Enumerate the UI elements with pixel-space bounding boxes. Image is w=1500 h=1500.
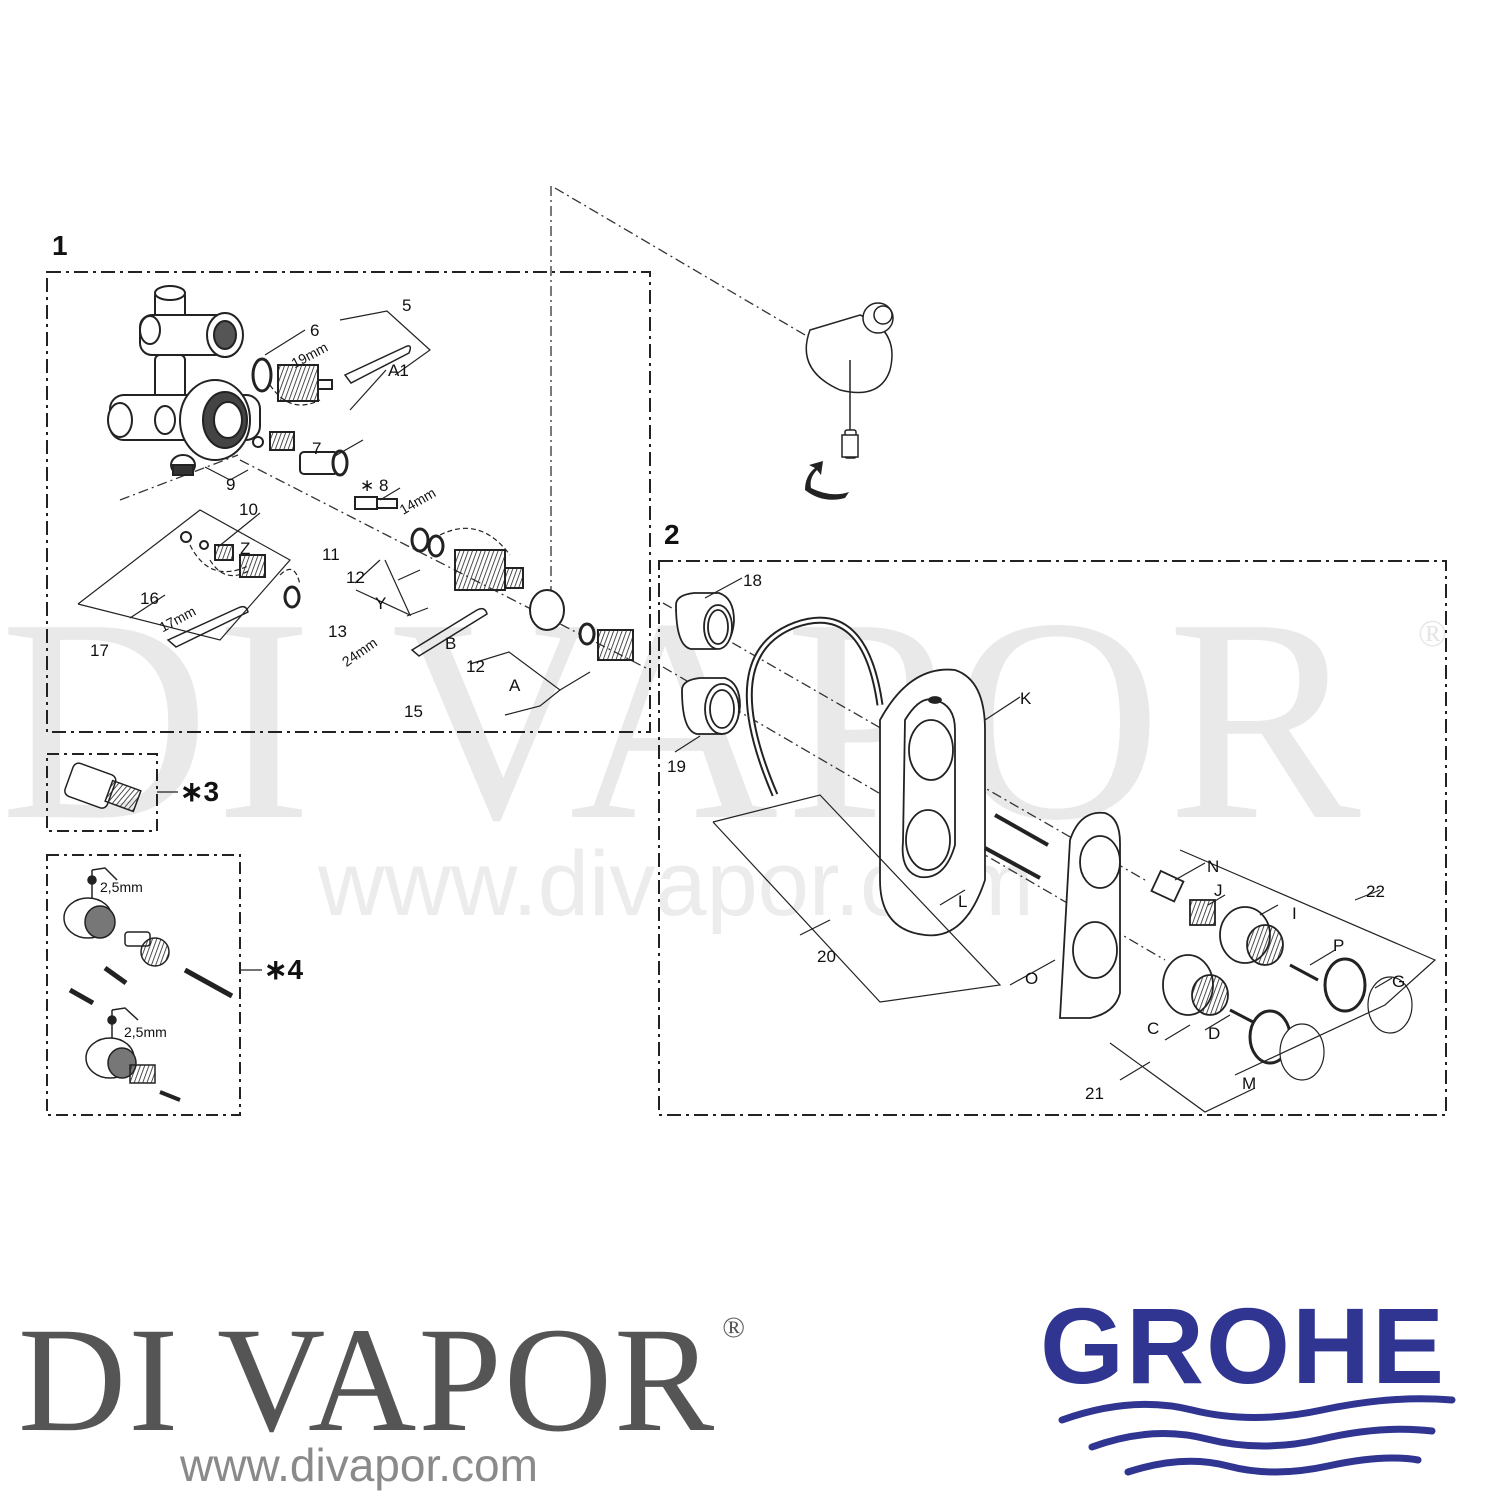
- part-label-n: N: [1207, 857, 1220, 876]
- part-label-20: 20: [817, 947, 836, 966]
- group-3-number: ∗3: [180, 776, 220, 807]
- part-label-9: 9: [226, 475, 236, 494]
- group-2-box: [658, 560, 1447, 1116]
- part-label-16: 16: [140, 589, 159, 608]
- part-label-j: J: [1214, 881, 1223, 900]
- divapor-logo: DI VAPOR®: [18, 1305, 747, 1455]
- group-4-number: ∗4: [264, 954, 304, 985]
- part-label-13: 13: [328, 622, 347, 641]
- group-3-box: [46, 753, 158, 832]
- part-label-y: Y: [375, 594, 387, 613]
- part-label-22: 22: [1366, 882, 1385, 901]
- part-label-z: Z: [240, 539, 251, 558]
- part-label-8: ∗ 8: [360, 476, 389, 495]
- part-label-21: 21: [1085, 1084, 1104, 1103]
- part-label-b: B: [445, 634, 457, 653]
- part-label-18: 18: [743, 571, 762, 590]
- part-label-12a: 12: [346, 568, 365, 587]
- divapor-url: www.divapor.com: [180, 1439, 538, 1491]
- part-label-17: 17: [90, 641, 109, 660]
- part-label-10: 10: [239, 500, 258, 519]
- part-label-12b: 12: [466, 657, 485, 676]
- part-label-m: M: [1242, 1074, 1257, 1093]
- part-label-k: K: [1020, 689, 1032, 708]
- part-label-a1: A1: [388, 361, 409, 380]
- part-label-15: 15: [404, 702, 423, 721]
- registered-mark: ®: [722, 1311, 747, 1344]
- watermark-registered-mark: ®: [1418, 613, 1447, 655]
- part-label-6: 6: [310, 321, 320, 340]
- divapor-logo-text: DI VAPOR: [18, 1297, 717, 1463]
- group-1-box: [46, 271, 651, 733]
- group-4-box: [46, 854, 241, 1116]
- hex-key-size-bottom: 2,5mm: [124, 1024, 167, 1040]
- part-label-o: O: [1025, 969, 1039, 988]
- group-1-number: 1: [52, 230, 68, 261]
- part-label-d: D: [1208, 1024, 1221, 1043]
- part-label-i: I: [1292, 904, 1297, 923]
- part-label-g: G: [1392, 972, 1406, 991]
- grohe-logo: GROHE: [1040, 1285, 1447, 1406]
- part-label-a: A: [509, 676, 521, 695]
- group-2-number: 2: [664, 519, 680, 550]
- part-label-7: 7: [312, 439, 322, 458]
- part-label-5: 5: [402, 296, 412, 315]
- part-label-19: 19: [667, 757, 686, 776]
- part-label-l: L: [958, 892, 968, 911]
- part-label-p: P: [1333, 936, 1345, 955]
- part-label-11: 11: [322, 545, 340, 564]
- part-label-c: C: [1147, 1019, 1160, 1038]
- hex-key-size-top: 2,5mm: [100, 879, 143, 895]
